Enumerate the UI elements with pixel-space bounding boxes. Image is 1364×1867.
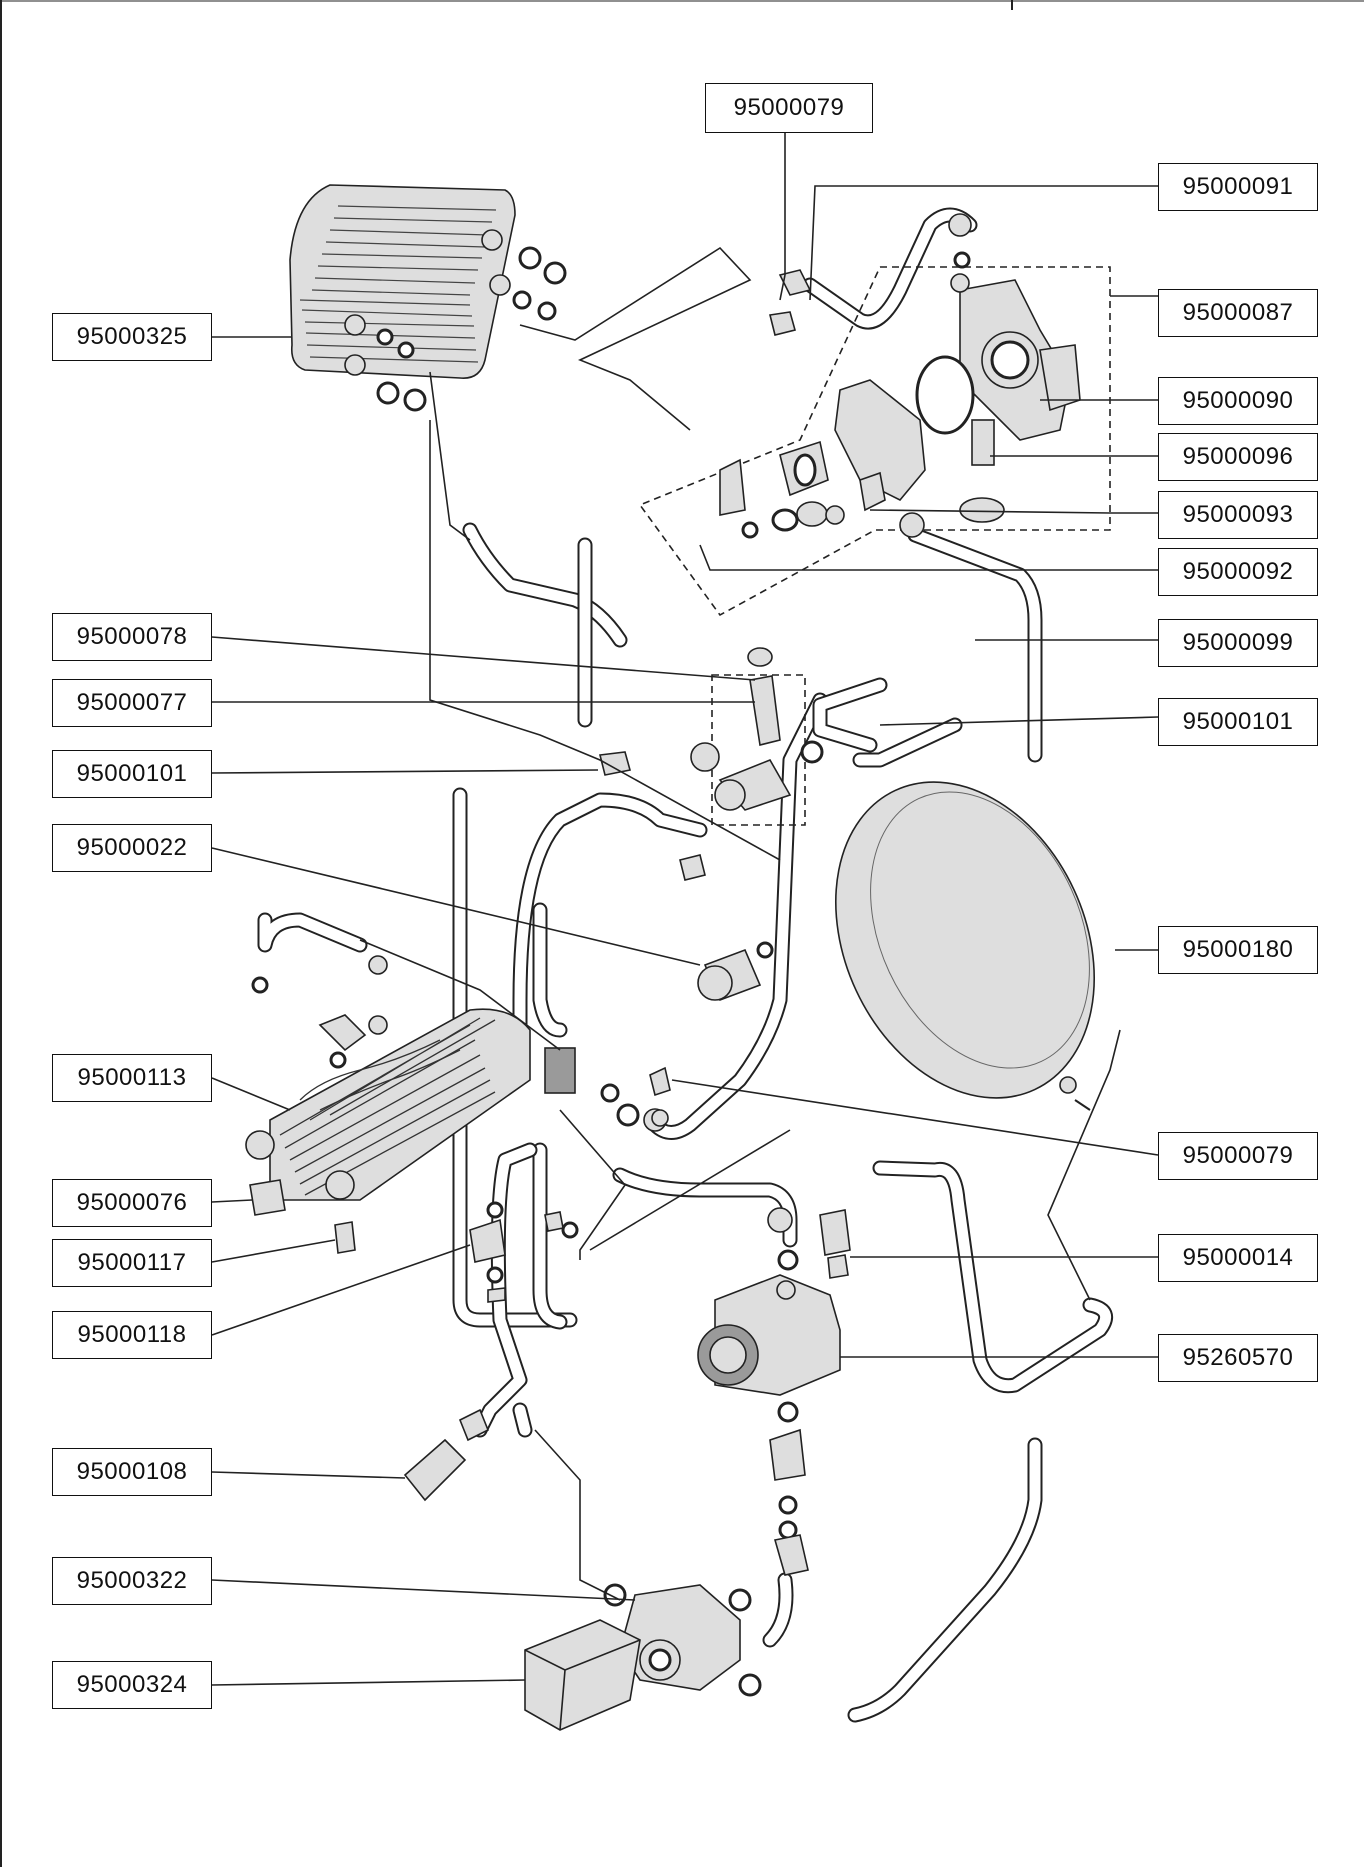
lower-temp-sensor [649, 1066, 671, 1127]
part-label-95000076: 95000076 [52, 1179, 212, 1227]
part-label-95000101-right: 95000101 [1158, 698, 1318, 746]
pipework [257, 207, 1114, 1723]
part-label-95000091: 95000091 [1158, 163, 1318, 211]
part-label-95000079-top: 95000079 [705, 83, 873, 133]
plate-heat-exchanger [289, 184, 567, 412]
part-label-95000117: 95000117 [52, 1239, 212, 1287]
part-label-95000324: 95000324 [52, 1661, 212, 1709]
part-label-95000077: 95000077 [52, 679, 212, 727]
part-label-95000092: 95000092 [1158, 548, 1318, 596]
main-heat-exchanger [245, 955, 667, 1254]
part-label-95000325: 95000325 [52, 313, 212, 361]
part-label-95000180: 95000180 [1158, 926, 1318, 974]
part-label-95000101-left: 95000101 [52, 750, 212, 798]
part-label-95000087: 95000087 [1158, 289, 1318, 337]
part-label-95000108: 95000108 [52, 1448, 212, 1496]
part-label-95000022: 95000022 [52, 824, 212, 872]
part-label-95000096: 95000096 [1158, 433, 1318, 481]
valve-group-small [599, 647, 824, 881]
part-label-95000118: 95000118 [52, 1311, 212, 1359]
part-label-95000014: 95000014 [1158, 1234, 1318, 1282]
expansion-vessel [835, 781, 1095, 1111]
filling-valve [403, 1408, 490, 1502]
part-label-95260570: 95260570 [1158, 1334, 1318, 1382]
diverter-valve [524, 1583, 762, 1731]
part-label-95000113: 95000113 [52, 1054, 212, 1102]
pump-assembly [697, 1207, 851, 1576]
top-sensor-fitting [769, 213, 972, 538]
sensor-nipple [697, 941, 774, 1002]
part-label-95000079-right: 95000079 [1158, 1132, 1318, 1180]
part-label-95000090: 95000090 [1158, 377, 1318, 425]
part-label-95000099: 95000099 [1158, 619, 1318, 667]
leader-lines [211, 114, 1159, 1686]
part-label-95000093: 95000093 [1158, 491, 1318, 539]
part-label-95000322: 95000322 [52, 1557, 212, 1605]
part-label-95000078: 95000078 [52, 613, 212, 661]
drain-valve [469, 1201, 579, 1303]
